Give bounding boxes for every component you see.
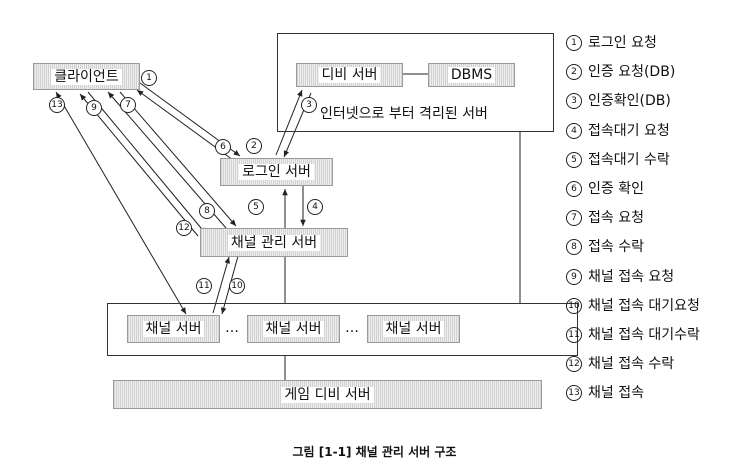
legend-item: 2 인증 요청(DB) [566, 62, 700, 91]
channel-server-label-2: 채널 서버 [262, 321, 325, 337]
step-5-marker: 5 [248, 199, 264, 215]
legend-number: 6 [566, 180, 582, 197]
isolated-server-note: 인터넷으로 부터 격리된 서버 [320, 106, 488, 122]
step-7-marker: 7 [120, 97, 136, 113]
legend-text: 채널 접속 [588, 385, 644, 402]
channel-mgmt-node: 채널 관리 서버 [200, 228, 348, 257]
legend-item: 8 접속 수락 [566, 237, 700, 266]
legend-item: 3 인증확인(DB) [566, 91, 700, 120]
channel-mgmt-label: 채널 관리 서버 [227, 234, 321, 251]
step-13-marker: 13 [49, 97, 65, 113]
step-11-marker: 11 [196, 278, 212, 294]
legend-number: 8 [566, 239, 582, 256]
legend-item: 5 접속대기 수락 [566, 150, 700, 179]
dbms-label: DBMS [447, 67, 496, 83]
step-4-marker: 4 [307, 199, 323, 215]
channel-server-node-3: 채널 서버 [367, 315, 460, 343]
channel-ellipsis-1: … [225, 320, 239, 336]
legend-text: 채널 접속 수락 [588, 356, 675, 373]
step-2-marker: 2 [246, 138, 262, 154]
legend-text: 인증확인(DB) [588, 93, 671, 110]
legend-item: 11 채널 접속 대기수락 [566, 325, 700, 354]
legend-number: 2 [566, 64, 582, 81]
step-8-marker: 8 [199, 203, 215, 219]
legend-item: 7 접속 요청 [566, 208, 700, 237]
legend-number: 13 [566, 385, 582, 402]
legend-item: 12 채널 접속 수락 [566, 354, 700, 383]
step-12-marker: 12 [176, 220, 192, 236]
legend-number: 7 [566, 210, 582, 227]
legend-text: 접속 요청 [588, 210, 644, 227]
login-server-label: 로그인 서버 [239, 164, 314, 180]
legend-text: 채널 접속 대기요청 [588, 297, 700, 314]
legend-text: 접속대기 수락 [588, 151, 670, 168]
isolated-server-frame [277, 33, 554, 132]
db-server-label: 디비 서버 [318, 67, 381, 83]
legend-number: 11 [566, 326, 582, 343]
game-db-node: 게임 디비 서버 [113, 380, 542, 409]
legend-text: 채널 접속 대기수락 [588, 326, 700, 343]
db-server-node: 디비 서버 [296, 63, 403, 87]
channel-server-node-1: 채널 서버 [127, 315, 220, 343]
client-node: 클라이언트 [33, 63, 140, 90]
game-db-label: 게임 디비 서버 [281, 386, 374, 403]
step-9-marker: 9 [86, 100, 102, 116]
step-10-marker: 10 [229, 278, 245, 294]
dbms-node: DBMS [428, 63, 515, 87]
legend-text: 채널 접속 요청 [588, 268, 675, 285]
channel-server-label-3: 채널 서버 [382, 321, 445, 337]
legend-item: 13 채널 접속 [566, 383, 700, 412]
arrow-connect-request [119, 91, 237, 227]
legend-text: 접속 수락 [588, 239, 644, 256]
legend-number: 9 [566, 268, 582, 285]
arrow-channel-connect-request [87, 91, 207, 235]
legend-text: 인증 요청(DB) [588, 64, 676, 81]
channel-server-node-2: 채널 서버 [247, 315, 340, 343]
step-1-marker: 1 [141, 70, 157, 86]
legend-number: 10 [566, 297, 582, 314]
step-6-marker: 6 [215, 139, 231, 155]
legend-text: 로그인 요청 [588, 35, 657, 51]
login-server-node: 로그인 서버 [220, 158, 333, 186]
legend-number: 1 [566, 35, 582, 51]
legend-item: 1 로그인 요청 [566, 33, 700, 62]
arrow-auth-request [275, 89, 303, 156]
legend-number: 12 [566, 356, 582, 373]
legend-number: 5 [566, 151, 582, 168]
legend-item: 6 인증 확인 [566, 179, 700, 208]
legend-number: 4 [566, 122, 582, 139]
legend-item: 10 채널 접속 대기요청 [566, 296, 700, 325]
figure-caption: 그림 [1-1] 채널 관리 서버 구조 [292, 445, 457, 459]
legend-item: 4 접속대기 요청 [566, 121, 700, 150]
client-label: 클라이언트 [51, 68, 122, 85]
arrow-channel-accept [79, 93, 199, 237]
channel-ellipsis-2: … [345, 320, 359, 336]
step-3-marker: 3 [301, 97, 317, 113]
legend-text: 인증 확인 [588, 180, 644, 197]
arrow-channel-connect [55, 91, 187, 315]
legend-item: 9 채널 접속 요청 [566, 267, 700, 296]
legend-text: 접속대기 요청 [588, 122, 670, 139]
legend-number: 3 [566, 93, 582, 110]
channel-server-label-1: 채널 서버 [142, 321, 205, 337]
